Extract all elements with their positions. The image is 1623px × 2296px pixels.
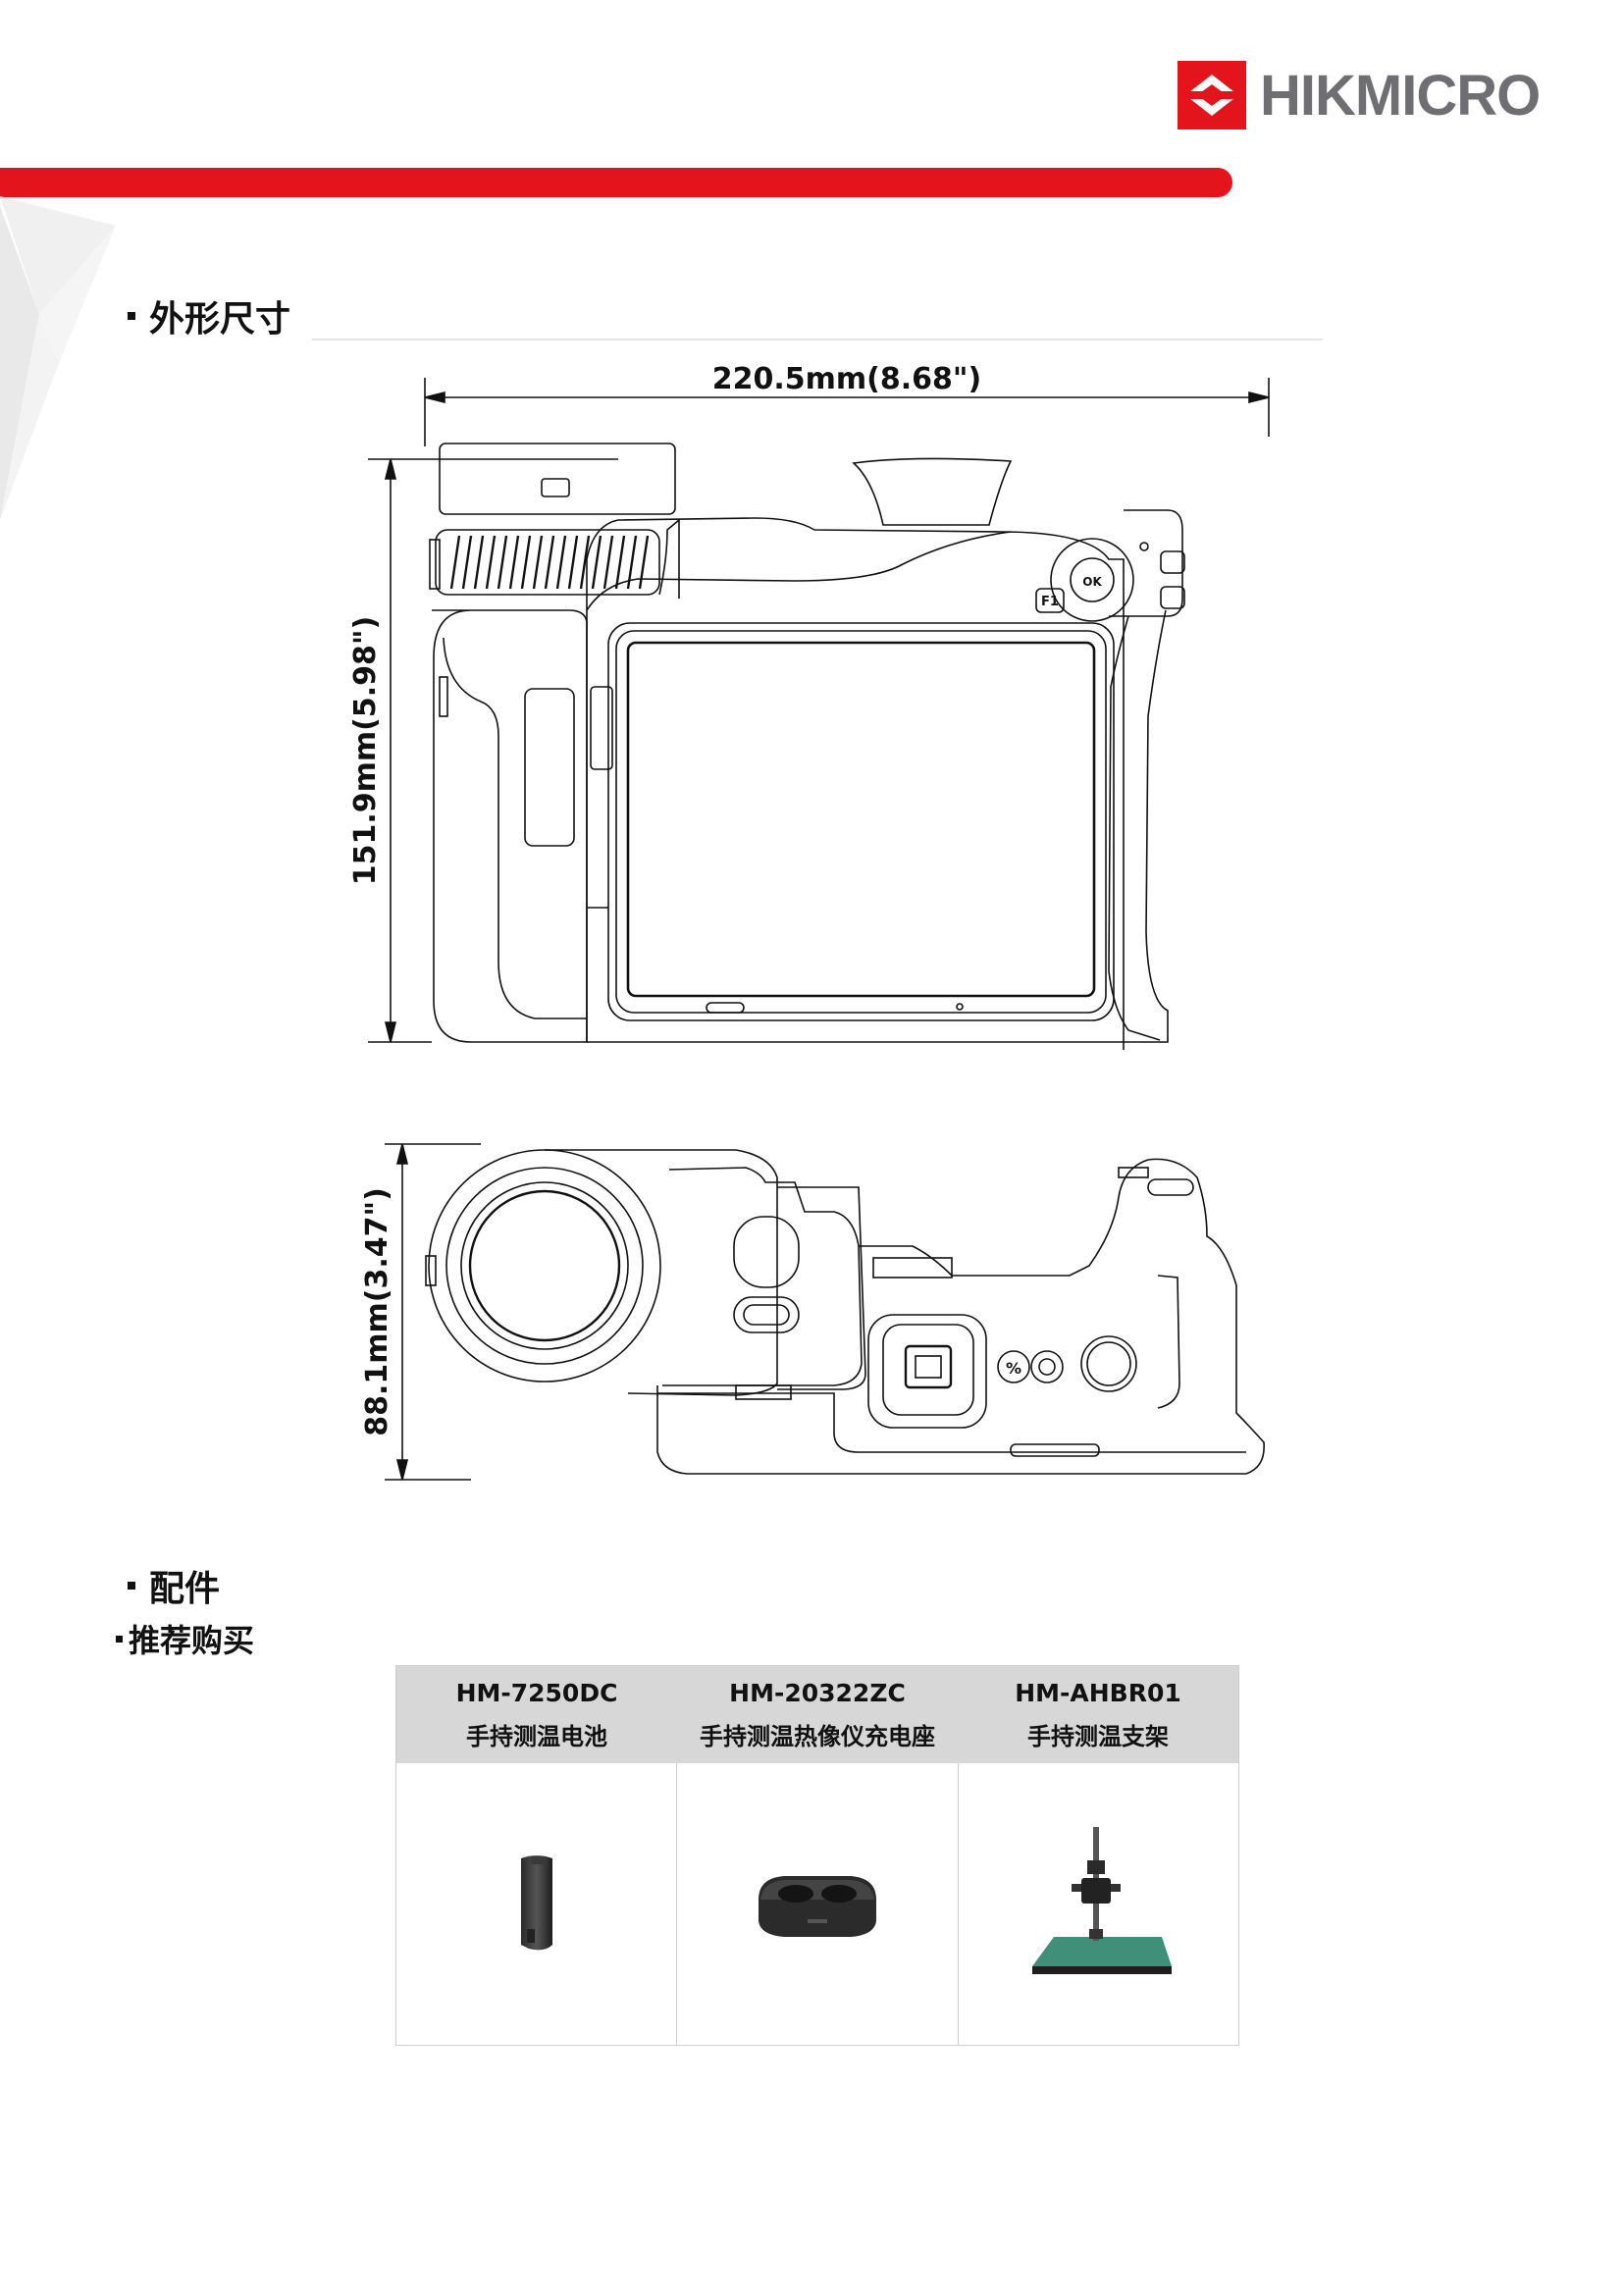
bullet-marker [116,1635,123,1643]
section-title-text: 配件 [149,1569,221,1609]
charger-icon [758,1875,876,1937]
subsection-title-recommended: 推荐购买 [116,1617,254,1660]
accessory-model: HM-20322ZC [729,1678,906,1707]
width-dimension-label: 220.5mm(8.68") [712,363,981,396]
header-red-bar [0,168,1232,197]
section-divider [312,339,1323,340]
brand-name: HIKMICRO [1260,63,1541,128]
section-title-accessories: 配件 [128,1562,220,1609]
accessory-model: HM-AHBR01 [1015,1678,1181,1707]
accessory-name: 手持测温支架 [1027,1722,1169,1750]
battery-icon [520,1854,552,1950]
accessory-image-cell [959,1763,1238,2045]
decorative-triangles [0,196,116,520]
camera-front-view-drawing: OK F1 220.5mm(8.68") 151.9mm(5.98") [348,363,1270,1050]
hikmicro-logo-icon [1178,61,1246,130]
table-header-cell: HM-7250DC 手持测温电池 [396,1666,677,1763]
subsection-title-text: 推荐购买 [129,1622,255,1659]
f1-button-label: F1 [1041,595,1059,609]
bullet-marker [128,1582,135,1590]
stand-icon [1032,1826,1173,1974]
height-dimension-label: 151.9mm(5.98") [348,616,383,885]
table-header-cell: HM-AHBR01 手持测温支架 [958,1666,1238,1763]
accessory-image-cell [677,1763,959,2045]
accessories-table: HM-7250DC 手持测温电池 HM-20322ZC 手持测温热像仪充电座 H… [395,1665,1239,2046]
accessory-name: 手持测温电池 [466,1722,607,1750]
ok-button-label: OK [1082,575,1102,589]
accessory-image-cell [396,1763,678,2045]
brand-logo: HIKMICRO [1178,59,1541,131]
depth-dimension-label: 88.1mm(3.47") [360,1187,394,1436]
table-header: HM-7250DC 手持测温电池 HM-20322ZC 手持测温热像仪充电座 H… [396,1666,1238,1763]
table-body [396,1763,1238,2045]
table-header-cell: HM-20322ZC 手持测温热像仪充电座 [677,1666,958,1763]
percent-button-label: % [1006,1359,1021,1378]
section-title-dimensions: 外形尺寸 [128,292,290,339]
accessory-name: 手持测温热像仪充电座 [700,1722,935,1750]
camera-top-view-drawing: % 88.1mm(3.47") [360,1143,1265,1481]
section-title-text: 外形尺寸 [149,299,291,339]
accessory-model: HM-7250DC [455,1678,618,1707]
bullet-marker [128,312,135,320]
